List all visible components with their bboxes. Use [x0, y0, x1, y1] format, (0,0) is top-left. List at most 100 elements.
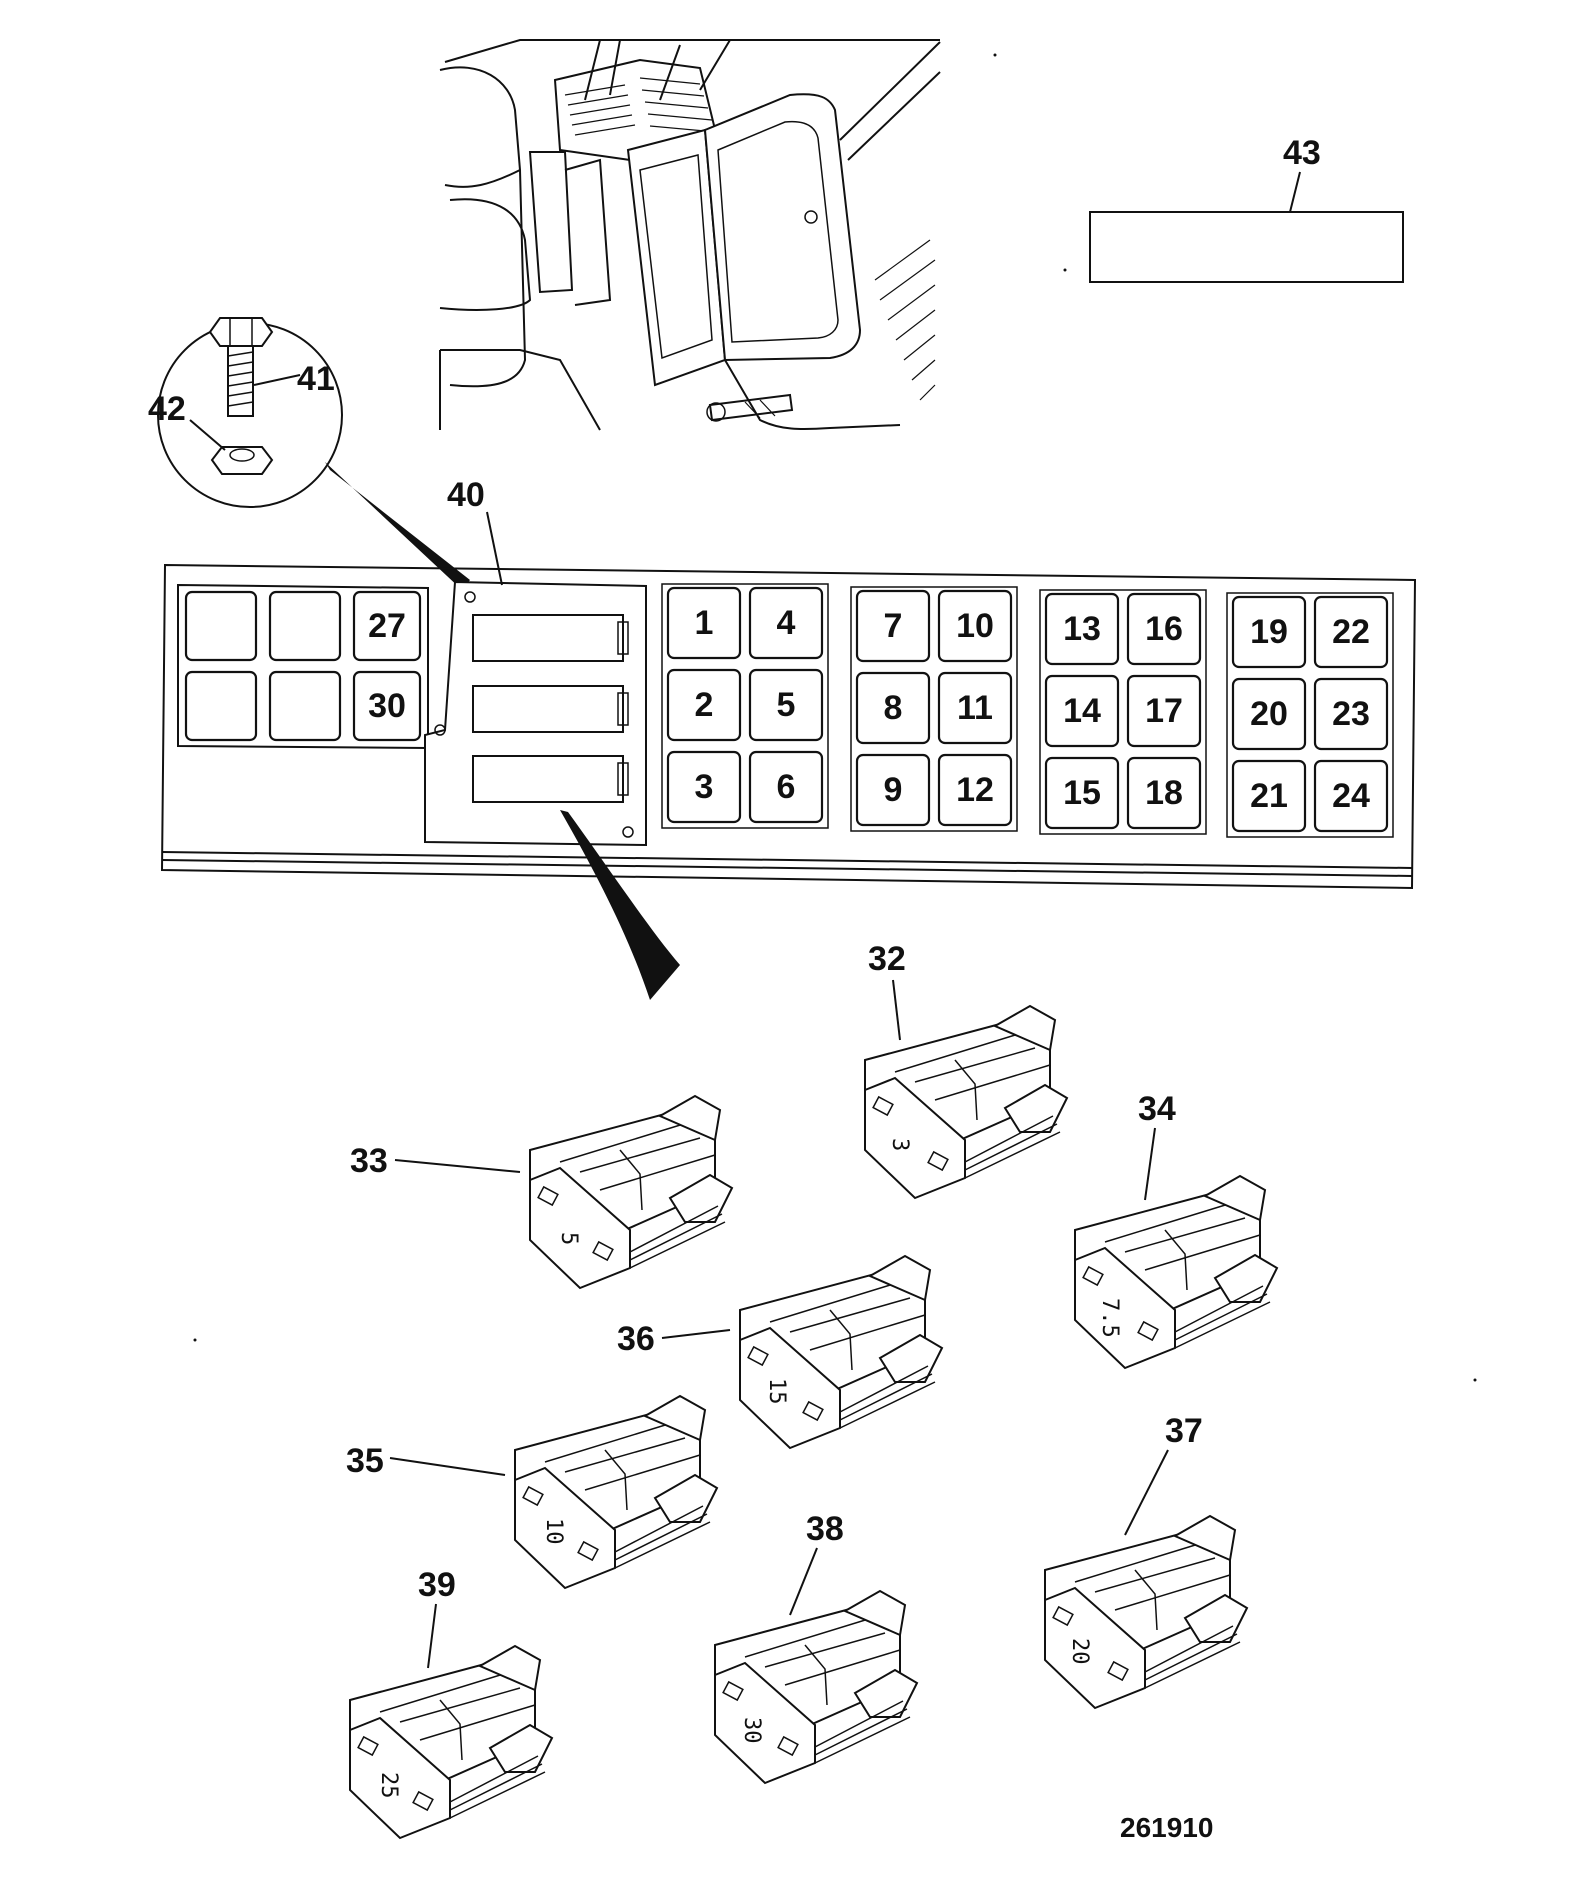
slot-label: 5: [777, 686, 796, 724]
fuse-slot: [1044, 674, 1120, 748]
label-plate: [1089, 211, 1404, 283]
fuse-slot: [1044, 592, 1120, 666]
callout-33: 33: [350, 1142, 388, 1180]
callout-40: 40: [447, 476, 485, 514]
fuse-slot: [268, 590, 342, 662]
relay-slot: [472, 685, 624, 733]
slot-label: 17: [1145, 692, 1183, 730]
fuse-34: 7.5: [1074, 1175, 1278, 1369]
fuse-slot: [1313, 759, 1389, 833]
slot-label: 12: [956, 771, 994, 809]
fuse-slot: [1126, 674, 1202, 748]
fuse-35: 10: [514, 1395, 718, 1589]
fuse-slot: [666, 750, 742, 824]
slot-label: 11: [957, 689, 993, 727]
fuse-37: 20: [1044, 1515, 1248, 1709]
slot-label: 13: [1063, 610, 1101, 648]
slot-label: 8: [884, 689, 903, 727]
slot-label: 15: [1063, 774, 1101, 812]
label-43-group: 43: [1063, 134, 1404, 283]
relay-slot: [472, 614, 624, 662]
callout-37: 37: [1165, 1412, 1203, 1450]
callout-32: 32: [868, 940, 906, 978]
fuse-slot: [666, 586, 742, 660]
fuse-slot: [748, 750, 824, 824]
fuse-rating: 10: [541, 1518, 566, 1545]
fuse-rating: 5: [556, 1232, 581, 1245]
slot-label: 3: [695, 768, 714, 806]
fuse-slot: [1231, 759, 1307, 833]
slot-label: 1: [695, 604, 714, 642]
fuse-slot: [666, 668, 742, 742]
callout-34: 34: [1138, 1090, 1176, 1128]
callout-35: 35: [346, 1442, 384, 1480]
slot-label: 21: [1250, 777, 1288, 815]
fuse-slot: [1126, 756, 1202, 830]
fuse-slot: [1313, 677, 1389, 751]
slot-label: 18: [1145, 774, 1183, 812]
slot-label: 30: [368, 687, 406, 725]
fuse-39: 25: [349, 1645, 553, 1839]
slot-label: 9: [884, 771, 903, 809]
relay-plate-40: 40: [424, 476, 647, 847]
slot-label: 23: [1332, 695, 1370, 733]
slot-label: 7: [884, 607, 903, 645]
fuse-slot: [184, 590, 258, 662]
left-slot-block: 27 30: [184, 590, 422, 742]
fuse-slot: [352, 590, 422, 662]
slot-group-frame: [661, 583, 829, 829]
fuse-slot: [855, 753, 931, 827]
fuse-slot: [1044, 756, 1120, 830]
fuse-slot: [748, 668, 824, 742]
bolt-nut-detail: 41 42: [148, 317, 470, 590]
fuse-slot: [1313, 595, 1389, 669]
slot-label: 24: [1332, 777, 1370, 815]
slot-label: 10: [956, 607, 994, 645]
fuse-rating: 30: [739, 1717, 764, 1744]
fuse-rating: 15: [764, 1378, 789, 1405]
callout-42: 42: [148, 390, 186, 428]
fuse-rating: 20: [1067, 1638, 1092, 1665]
fuse-38: 30: [714, 1590, 918, 1784]
slot-group-frame: [1039, 589, 1207, 835]
fuse-slot: [937, 753, 1013, 827]
fuse-rating: 3: [887, 1138, 912, 1151]
fuse-slot: [268, 670, 342, 742]
callout-41: 41: [297, 360, 335, 398]
panel-installation-view: [439, 39, 941, 431]
fuse-slot: [184, 670, 258, 742]
fuse-slot: [855, 589, 931, 663]
fuse-slot: [1126, 592, 1202, 666]
fuse-rating: 25: [376, 1772, 401, 1799]
fuse-36: 15: [739, 1255, 943, 1449]
fuse-slot: [1231, 595, 1307, 669]
slot-label: 22: [1332, 613, 1370, 651]
callout-36: 36: [617, 1320, 655, 1358]
fuse-32: 3: [864, 1005, 1068, 1199]
drawing-number: 261910: [1120, 1812, 1213, 1843]
fuse-33: 5: [529, 1095, 733, 1289]
slot-label: 27: [368, 607, 406, 645]
slot-label: 19: [1250, 613, 1288, 651]
fuse-slot: [937, 671, 1013, 745]
slot-group-frame: [1226, 592, 1394, 838]
callout-39: 39: [418, 1566, 456, 1604]
callout-43: 43: [1283, 134, 1321, 172]
slot-label: 6: [777, 768, 796, 806]
fuse-slot: [855, 671, 931, 745]
slot-label: 4: [777, 604, 796, 642]
callout-38: 38: [806, 1510, 844, 1548]
relay-slot: [472, 755, 624, 803]
fuse-rating: 7.5: [1097, 1298, 1122, 1338]
fuse-slot: [748, 586, 824, 660]
fuse-slot: [1231, 677, 1307, 751]
slot-label: 16: [1145, 610, 1183, 648]
slot-label: 14: [1063, 692, 1101, 730]
slot-group-frame: [850, 586, 1018, 832]
fuse-slot: [937, 589, 1013, 663]
fuse-slot: [352, 670, 422, 742]
slot-label: 2: [695, 686, 714, 724]
